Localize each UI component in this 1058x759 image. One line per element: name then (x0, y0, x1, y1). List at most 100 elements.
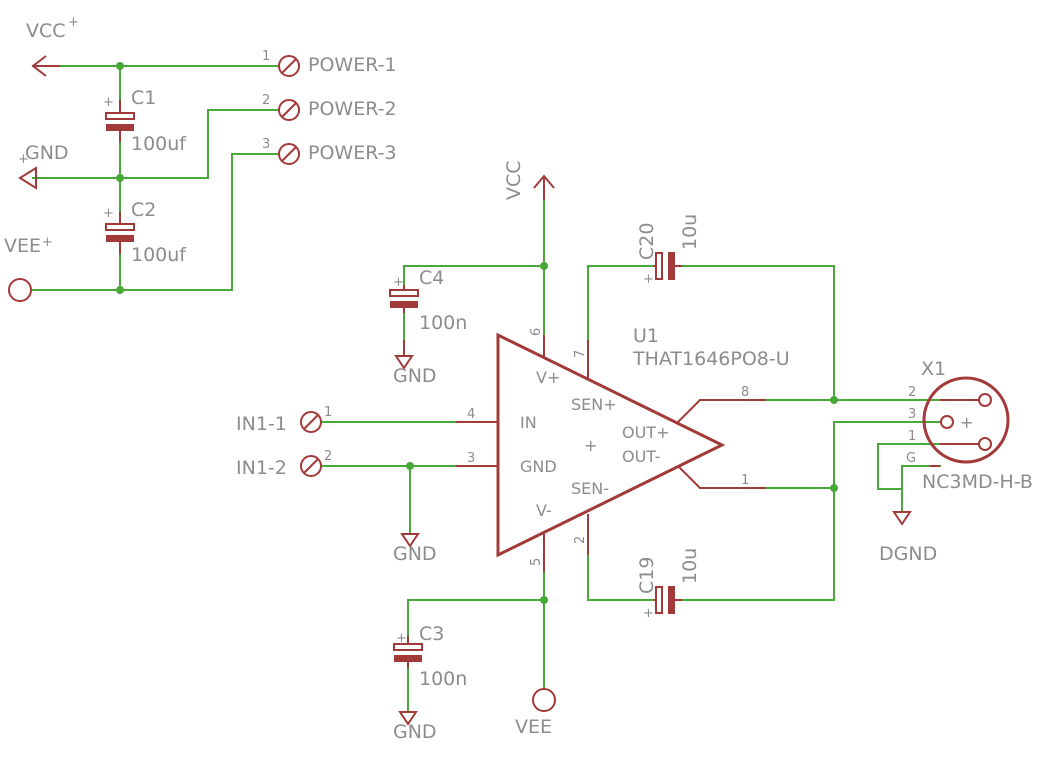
wire-xlr-pin1 (877, 443, 941, 490)
ic-pin-gnd: GND (520, 457, 557, 476)
ic-pin-out-plus: OUT+ (622, 423, 669, 442)
c1-value: 100uf (131, 133, 187, 155)
xlr-center-mark: + (960, 413, 973, 432)
capacitor-c19: + (643, 586, 682, 621)
junction-out-plus (830, 396, 838, 404)
c19-value: 10u (679, 548, 701, 584)
c20-value: 10u (679, 214, 701, 250)
ic-pin-2-number: 2 (573, 536, 588, 544)
opamp-triangle-icon (496, 332, 726, 558)
wire-c19-left (587, 554, 655, 601)
ic-pin-v-plus: V+ (536, 368, 560, 387)
wire-c20-right (681, 265, 835, 401)
c20-polarity: + (643, 272, 654, 287)
power-3-pin: 3 (262, 137, 270, 152)
capacitor-c4: + (389, 275, 419, 313)
junction-out-minus (830, 484, 838, 492)
gnd-input-label: GND (393, 543, 437, 565)
wire-vee-rail (31, 153, 279, 291)
junction-c4 (540, 262, 548, 270)
ic-pin-7-number: 7 (573, 350, 588, 358)
ic-name: U1 (633, 325, 659, 347)
capacitor-c2: + (103, 206, 135, 254)
vcc-label-left: VCC (26, 20, 66, 42)
xlr-pin-3: 3 (908, 407, 916, 422)
c2-value: 100uf (131, 244, 187, 266)
ic-pin-8-number: 8 (741, 385, 749, 400)
in1-1-label: IN1-1 (236, 413, 287, 435)
xlr-pin-2: 2 (908, 385, 916, 400)
gnd-c4-icon (394, 340, 414, 370)
c19-polarity: + (643, 606, 654, 621)
screw-terminal-icon (300, 411, 322, 433)
c4-value: 100n (419, 312, 467, 334)
ic-pin-1-number: 1 (741, 473, 749, 488)
junction-c3 (540, 596, 548, 604)
c3-name: C3 (419, 623, 444, 645)
screw-terminal-icon (278, 99, 300, 121)
capacitor-c20: + (643, 252, 682, 287)
ic-part-number: THAT1646PO8-U (632, 348, 790, 370)
wire-c20-left (587, 265, 655, 341)
input-connector: 1 IN1-1 2 IN1-2 (236, 405, 332, 479)
xlr-connector-x1 (922, 376, 1010, 467)
capacitor-c3: + (393, 631, 423, 668)
wire-c4-top (403, 265, 545, 286)
screw-terminal-icon (278, 143, 300, 165)
c3-value: 100n (419, 668, 467, 690)
c2-name: C2 (131, 199, 156, 221)
ic-u1 (456, 332, 766, 572)
ic-pin-3-number: 3 (467, 451, 475, 466)
junction-in-gnd (406, 462, 414, 470)
power-3-label: POWER-3 (308, 142, 397, 164)
vcc-arrow-up-icon (533, 174, 555, 200)
gnd-c3-icon (398, 711, 418, 726)
vcc-plus-left: + (68, 15, 79, 30)
power-2-pin: 2 (262, 93, 270, 108)
screw-terminal-icon (300, 455, 322, 477)
c1-name: C1 (131, 87, 156, 109)
gnd-label-left: GND (25, 142, 69, 164)
gnd-c4-label: GND (393, 365, 437, 387)
ic-pin-5-number: 5 (529, 558, 544, 566)
junction-gnd (116, 174, 124, 182)
junction-vcc (116, 62, 124, 70)
power-2-label: POWER-2 (308, 98, 397, 120)
ic-pin-sen-minus: SEN- (571, 479, 609, 498)
gnd-arrow-left-icon (18, 166, 37, 190)
wires (31, 65, 941, 711)
gnd-c3-label: GND (393, 721, 437, 743)
power-connector: 1 POWER-1 2 POWER-2 3 POWER-3 (262, 49, 397, 165)
c19-name: C19 (636, 557, 658, 594)
capacitor-c1: + (103, 95, 135, 142)
in1-1-pin: 1 (324, 405, 332, 420)
power-1-label: POWER-1 (308, 54, 397, 76)
dgnd-icon (892, 511, 912, 526)
wire-xlr-g (901, 465, 941, 512)
c1-polarity: + (103, 95, 114, 110)
vcc-label-ic: VCC (503, 160, 525, 200)
in1-2-label: IN1-2 (236, 457, 287, 479)
ic-center-mark: + (584, 436, 597, 455)
c2-polarity: + (103, 206, 114, 221)
ic-pin-4-number: 4 (467, 407, 475, 422)
xlr-name: X1 (921, 358, 946, 380)
in1-2-pin: 2 (324, 449, 332, 464)
vee-label-bottom: VEE (515, 716, 552, 738)
xlr-part-number: NC3MD-H-B (922, 471, 1033, 493)
ic-pin-v-minus: V- (536, 501, 552, 520)
ic-pin-6-number: 6 (529, 328, 544, 336)
dgnd-label: DGND (879, 543, 937, 565)
xlr-pin-g: G (906, 451, 916, 466)
ic-pin-in: IN (520, 413, 537, 432)
ic-pin-sen-plus: SEN+ (571, 395, 617, 414)
c20-name: C20 (636, 223, 658, 260)
power-1-pin: 1 (262, 49, 270, 64)
vee-label-left: VEE (4, 235, 41, 257)
ic-pin-out-minus: OUT- (622, 447, 660, 466)
c3-polarity: + (396, 631, 407, 646)
vcc-arrow-left-icon (31, 55, 60, 77)
screw-terminal-icon (278, 55, 300, 77)
wire-xlr-pin3 (697, 421, 941, 601)
